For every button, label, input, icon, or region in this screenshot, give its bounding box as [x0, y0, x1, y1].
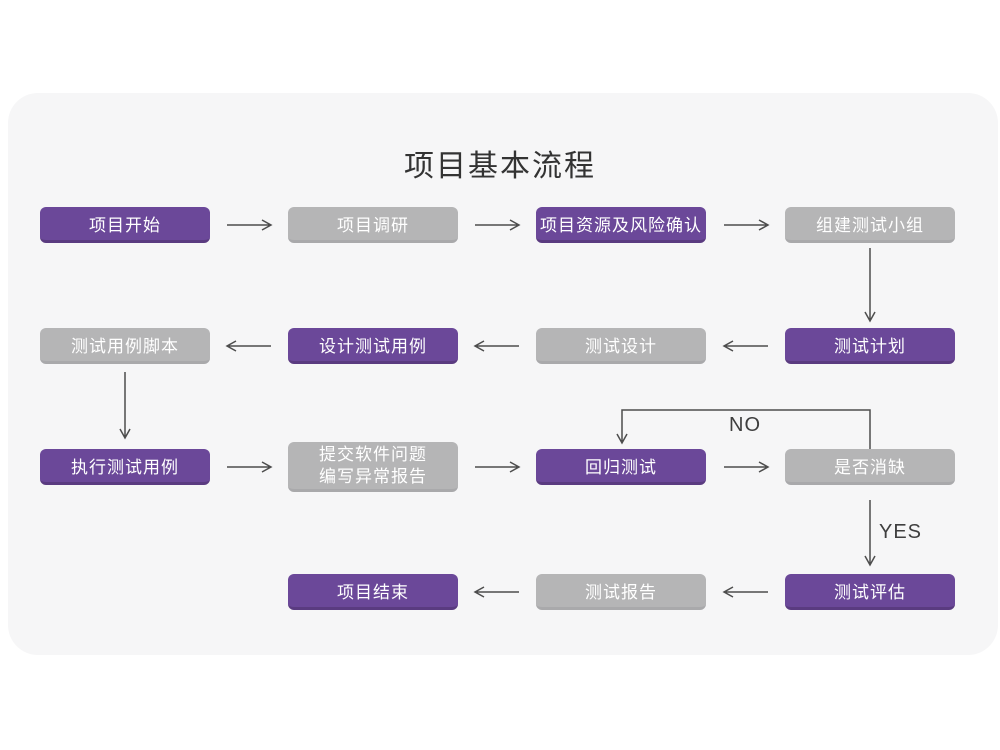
node-test-case-scripts: 测试用例脚本: [40, 328, 210, 364]
node-execute-test-cases: 执行测试用例: [40, 449, 210, 485]
page-title: 项目基本流程: [404, 150, 596, 183]
node-test-report: 测试报告: [536, 574, 706, 610]
node-test-evaluation: 测试评估: [785, 574, 955, 610]
node-submit-issues-line-2: 编写异常报告: [319, 466, 427, 486]
node-submit-issues-line-1: 提交软件问题: [319, 444, 427, 464]
node-project-research: 项目调研: [288, 207, 458, 243]
node-test-design: 测试设计: [536, 328, 706, 364]
edge-label-no: NO: [729, 414, 761, 436]
node-design-test-cases: 设计测试用例: [288, 328, 458, 364]
node-resources-risk: 项目资源及风险确认: [536, 207, 706, 243]
node-submit-issues: 提交软件问题 编写异常报告: [288, 442, 458, 492]
node-regression-test: 回归测试: [536, 449, 706, 485]
node-project-end: 项目结束: [288, 574, 458, 610]
node-test-plan: 测试计划: [785, 328, 955, 364]
node-project-start: 项目开始: [40, 207, 210, 243]
edge-label-yes: YES: [879, 521, 923, 543]
node-build-test-team: 组建测试小组: [785, 207, 955, 243]
flowchart-card: [8, 93, 998, 655]
node-defect-resolved: 是否消缺: [785, 449, 955, 485]
